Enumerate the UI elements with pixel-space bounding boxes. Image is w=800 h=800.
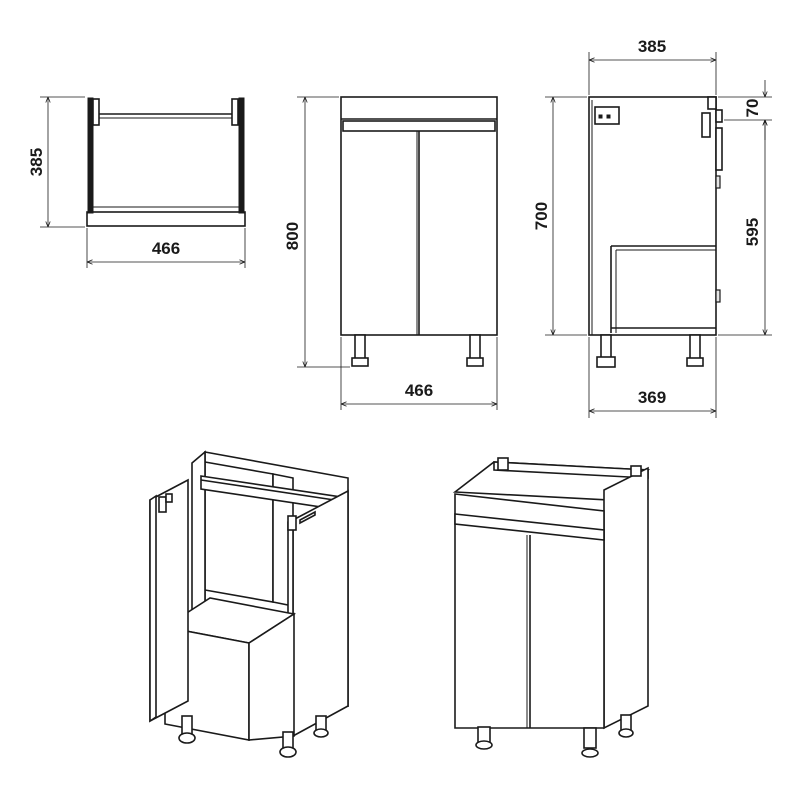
dim-385-side-view: 385 <box>638 37 666 56</box>
top-view: 385 466 <box>27 96 246 268</box>
side-view: 385 70 700 595 369 <box>532 37 772 418</box>
isometric-view-doors-closed <box>452 457 651 758</box>
dim-369-side-view: 369 <box>638 388 666 407</box>
isometric-view-doors-open <box>149 450 349 758</box>
side-view-opening-dimension: 595 <box>718 120 772 336</box>
dim-70-side-view: 70 <box>743 99 762 118</box>
side-view-height-dimension: 700 <box>532 96 587 336</box>
front-view-width-dimension: 466 <box>340 337 498 410</box>
top-view-cabinet <box>86 97 246 227</box>
top-view-depth-dimension: 385 <box>27 96 85 228</box>
side-view-top-depth-dimension: 385 <box>588 37 717 95</box>
side-view-bottom-depth-dimension: 369 <box>588 337 717 418</box>
side-view-band-dimension: 70 <box>718 80 772 140</box>
side-view-cabinet <box>588 96 723 368</box>
front-view: 800 466 <box>283 96 498 410</box>
front-view-height-dimension: 800 <box>283 96 350 368</box>
dim-466-top-view: 466 <box>152 239 180 258</box>
front-view-cabinet <box>340 96 498 367</box>
dim-700-side-view: 700 <box>532 202 551 230</box>
top-view-width-dimension: 466 <box>86 228 246 268</box>
dim-595-side-view: 595 <box>743 218 762 246</box>
dim-466-front-view: 466 <box>405 381 433 400</box>
dim-800-front-view: 800 <box>283 222 302 250</box>
dim-385-top-view: 385 <box>27 148 46 176</box>
